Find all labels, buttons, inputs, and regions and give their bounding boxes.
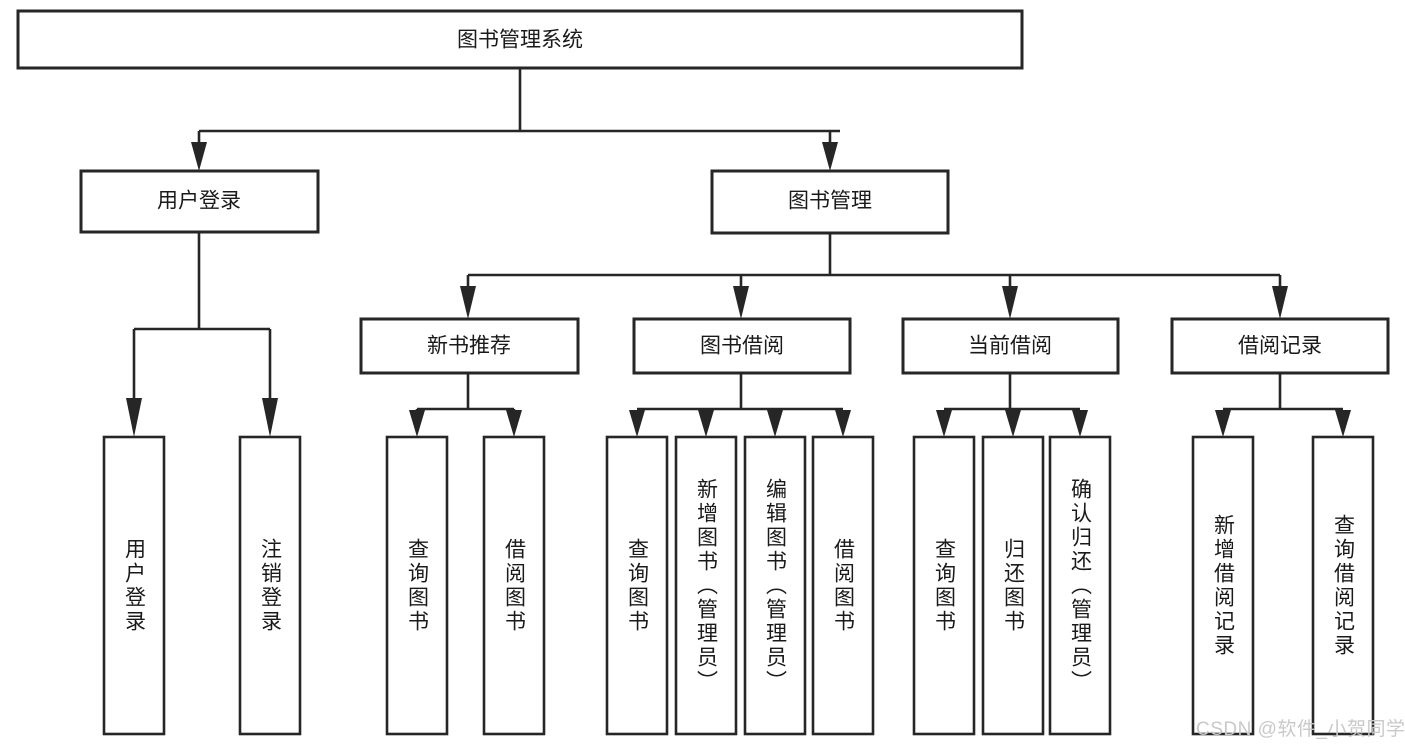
node-current-borrow[interactable]: 当前借阅 [901,317,1120,375]
leaf-box-user-login-1[interactable] [238,435,302,736]
connector-group-user-login [126,232,278,437]
leaf-box-borrow-record-1[interactable] [1311,435,1375,736]
leaf-box-current-borrow-2[interactable] [1048,435,1112,736]
leaf-boxes-current-borrow [912,435,1112,736]
arrow-head-leaf-book-borrow-1 [698,410,714,437]
arrow-head-leaf-current-borrow-1 [1005,410,1021,437]
node-book-manage-box[interactable] [710,169,950,235]
arrow-head-leaf-user-login-1 [262,398,278,437]
node-user-login-box[interactable] [79,169,320,234]
arrow-head-to-book-manage [822,142,838,171]
leaf-box-new-book-1[interactable] [482,435,546,736]
node-current-borrow-label: 当前借阅 [968,335,1052,358]
arrow-head-leaf-book-borrow-3 [835,410,851,437]
arrow-head-leaf-borrow-record-0 [1215,410,1231,437]
csdn-watermark: CSDN @软件_小贺同学 [1196,719,1405,740]
node-book-borrow-label: 图书借阅 [700,335,784,358]
node-user-login-label: 用户登录 [157,190,241,213]
leaf-box-new-book-0[interactable] [385,435,449,736]
connector-group-borrow-record [1215,373,1351,437]
leaf-box-book-borrow-3[interactable] [811,435,875,736]
arrow-head-to-current-borrow [1002,286,1018,319]
node-new-book-box[interactable] [359,317,580,375]
leaf-box-current-borrow-0[interactable] [912,435,976,736]
arrow-head-leaf-new-book-0 [409,410,425,437]
node-borrow-record-box[interactable] [1170,317,1390,375]
arrow-head-leaf-new-book-1 [506,410,522,437]
leaf-box-current-borrow-1[interactable] [981,435,1045,736]
node-book-manage[interactable]: 图书管理 [710,169,950,235]
arrow-head-to-user-login [191,142,207,171]
node-book-borrow[interactable]: 图书借阅 [632,317,852,375]
leaf-boxes-user-login [102,435,302,736]
leaf-box-user-login-0[interactable] [102,435,166,736]
node-root-box[interactable] [16,9,1024,70]
node-user-login[interactable]: 用户登录 [79,169,320,234]
arrow-head-leaf-book-borrow-2 [767,410,783,437]
node-new-book-label: 新书推荐 [427,335,511,358]
arrow-head-leaf-borrow-record-1 [1335,410,1351,437]
leaf-box-book-borrow-0[interactable] [605,435,669,736]
leaf-boxes-borrow-record [1191,435,1375,736]
node-root-label: 图书管理系统 [457,29,583,52]
arrow-head-leaf-user-login-0 [126,398,142,437]
arrow-head-to-book-borrow [733,286,749,319]
node-book-borrow-box[interactable] [632,317,852,375]
connector-group-book-manage [460,233,1288,319]
arrow-head-to-borrow-record [1272,286,1288,319]
node-current-borrow-box[interactable] [901,317,1120,375]
arrow-head-to-new-book [460,286,476,319]
node-book-manage-label: 图书管理 [788,190,872,213]
leaf-boxes-book-borrow [605,435,875,736]
node-borrow-record-label: 借阅记录 [1238,335,1322,358]
connector-group-book-borrow [629,373,851,437]
connector-group-current-borrow [936,373,1088,437]
node-root[interactable]: 图书管理系统 [16,9,1024,70]
arrow-head-leaf-current-borrow-2 [1072,410,1088,437]
node-borrow-record[interactable]: 借阅记录 [1170,317,1390,375]
arrow-head-leaf-book-borrow-0 [629,410,645,437]
leaf-box-book-borrow-2[interactable] [743,435,807,736]
connector-group-root [191,68,840,171]
leaf-box-borrow-record-0[interactable] [1191,435,1255,736]
node-new-book[interactable]: 新书推荐 [359,317,580,375]
connector-group-new-book [409,373,522,437]
leaf-box-book-borrow-1[interactable] [674,435,738,736]
leaf-boxes-new-book [385,435,546,736]
arrow-head-leaf-current-borrow-0 [936,410,952,437]
